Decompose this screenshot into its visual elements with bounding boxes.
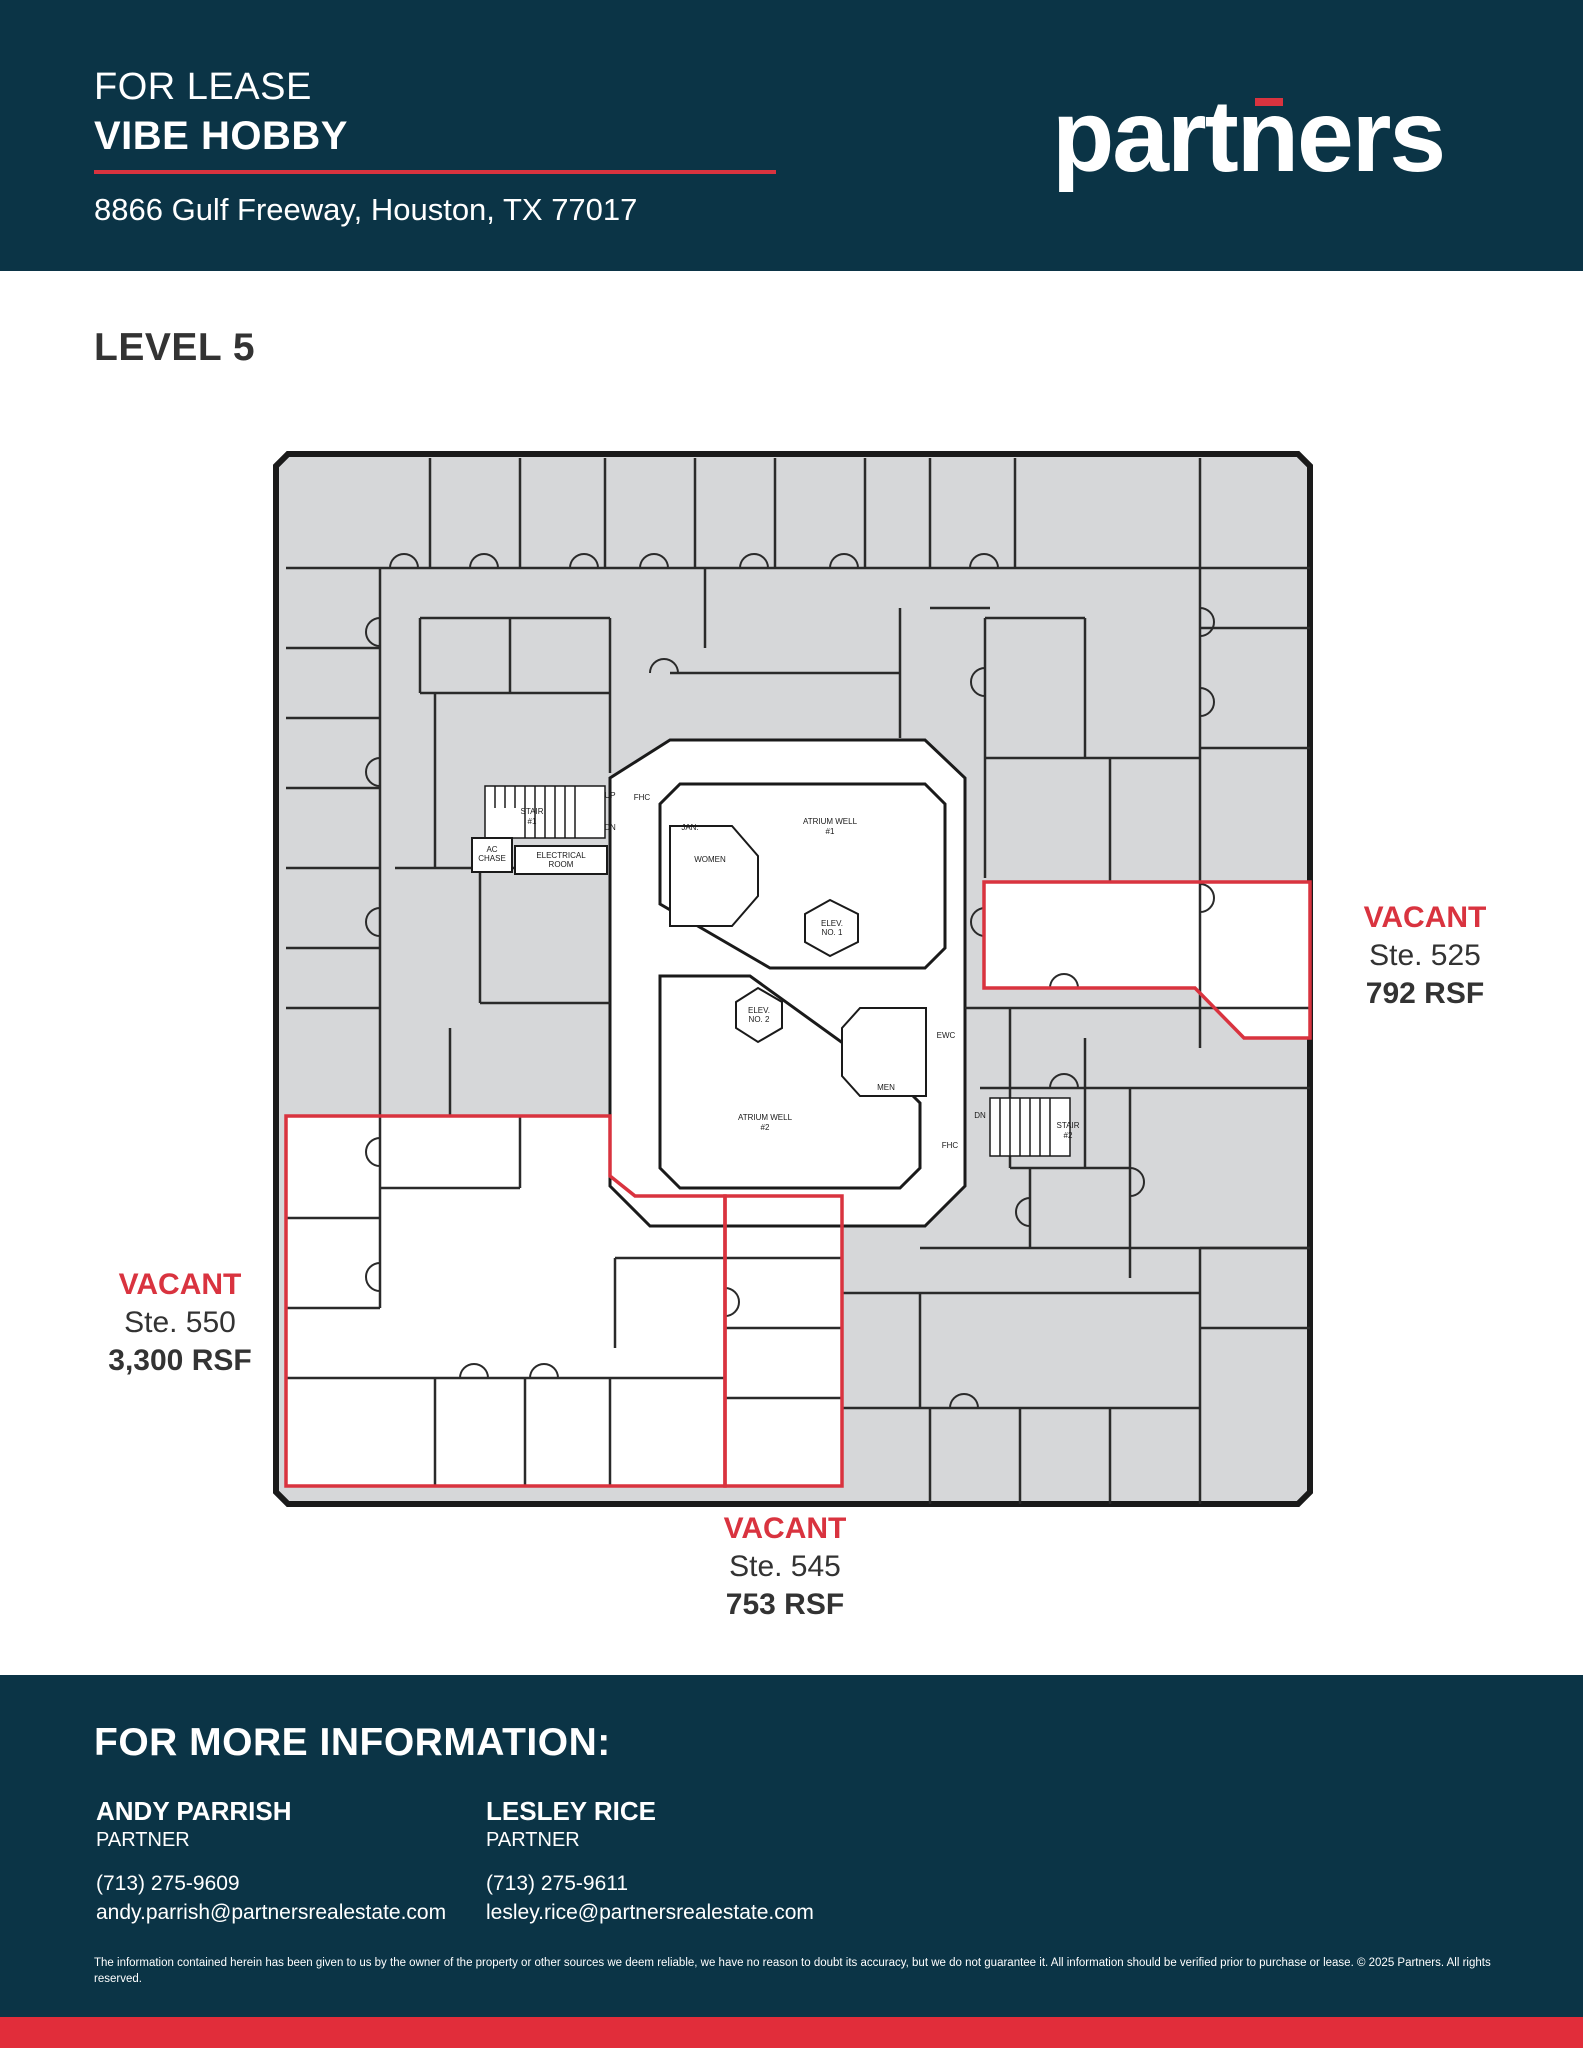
logo-text: partners — [1052, 79, 1446, 193]
contact-name: LESLEY RICE — [486, 1796, 657, 1826]
contact-card-andy: ANDY PARRISH PARTNER (713) 275-9609 andy… — [96, 1795, 446, 1927]
suite-545-status: VACANT — [723, 1512, 847, 1545]
suite-550-callout: VACANT Ste. 550 3,300 RSF — [55, 1266, 305, 1380]
stair-2-number: #2 — [1064, 1131, 1073, 1140]
contact-phone[interactable]: (713) 275-9609 — [96, 1872, 240, 1895]
mens-restroom — [841, 1007, 927, 1097]
suite-550-number: Ste. 550 — [124, 1306, 236, 1339]
level-title: LEVEL 5 — [94, 326, 256, 369]
fhc-label-2: FHC — [942, 1141, 959, 1150]
atrium-1-number: #1 — [826, 827, 835, 836]
stair-2 — [989, 1097, 1071, 1157]
stair-2-label: STAIR — [1057, 1121, 1080, 1130]
elevator-2 — [735, 986, 783, 1044]
electrical-label-2: ROOM — [549, 860, 574, 869]
contact-heading: FOR MORE INFORMATION: — [94, 1721, 611, 1764]
men-label: MEN — [877, 1083, 895, 1092]
contact-email[interactable]: lesley.rice@partnersrealestate.com — [486, 1901, 814, 1924]
listing-type: FOR LEASE — [94, 66, 312, 108]
suite-550-area — [286, 1116, 725, 1486]
ewc-label: EWC — [937, 1031, 956, 1040]
elevator-2-label: ELEV. — [748, 1006, 770, 1015]
elevator-2-number: NO. 2 — [749, 1015, 770, 1024]
elevator-1-number: NO. 1 — [822, 928, 843, 937]
ac-chase-label: AC — [486, 845, 497, 854]
suite-545-area — [725, 1196, 842, 1486]
electrical-room — [514, 845, 608, 875]
interior-walls — [286, 458, 1310, 1504]
suite-545-number: Ste. 545 — [729, 1550, 841, 1583]
logo-accent — [1255, 98, 1283, 106]
legal-disclaimer: The information contained herein has bee… — [94, 1957, 1491, 1985]
women-label: WOMEN — [694, 855, 726, 864]
janitor-label: JAN. — [681, 823, 698, 832]
suite-525-callout: VACANT Ste. 525 792 RSF — [1300, 899, 1550, 1013]
contact-role: PARTNER — [486, 1829, 580, 1851]
ac-chase — [471, 837, 513, 873]
suite-525-number: Ste. 525 — [1369, 939, 1481, 972]
atrium-2-number: #2 — [761, 1123, 770, 1132]
floor-plan: ATRIUM WELL #1 ATRIUM WELL #2 ELEV. NO. … — [273, 451, 1313, 1507]
stair-1 — [484, 785, 606, 839]
atrium-1-label: ATRIUM WELL — [803, 817, 858, 826]
partners-logo: partners — [1052, 78, 1446, 195]
up-label: UP — [604, 791, 615, 800]
stair-1-label: STAIR — [521, 807, 544, 816]
contact-phone[interactable]: (713) 275-9611 — [486, 1872, 629, 1895]
header-banner: FOR LEASE VIBE HOBBY 8866 Gulf Freeway, … — [0, 0, 1583, 271]
door-swings — [365, 553, 1215, 1409]
title-divider — [94, 170, 776, 174]
stair-1-number: #1 — [528, 817, 537, 826]
contact-email[interactable]: andy.parrish@partnersrealestate.com — [96, 1901, 447, 1924]
ac-chase-label-2: CHASE — [478, 854, 506, 863]
suite-525-area — [984, 882, 1310, 1038]
property-address: 8866 Gulf Freeway, Houston, TX 77017 — [94, 192, 638, 227]
footer-contact-panel: FOR MORE INFORMATION: ANDY PARRISH PARTN… — [0, 1675, 1583, 2027]
suite-550-rsf: 3,300 RSF — [108, 1344, 252, 1377]
contact-role: PARTNER — [96, 1829, 190, 1851]
elevator-1-label: ELEV. — [821, 919, 843, 928]
fhc-label-1: FHC — [634, 793, 651, 802]
womens-restroom — [669, 825, 759, 927]
electrical-label: ELECTRICAL — [536, 851, 586, 860]
suite-525-status: VACANT — [1363, 901, 1487, 934]
suite-550-status: VACANT — [118, 1268, 242, 1301]
atrium-2-label: ATRIUM WELL — [738, 1113, 793, 1122]
contact-card-lesley: LESLEY RICE PARTNER (713) 275-9611 lesle… — [486, 1795, 814, 1927]
elevator-1 — [804, 898, 859, 958]
contact-name: ANDY PARRISH — [96, 1796, 292, 1826]
atrium-well-2 — [658, 974, 922, 1190]
vacant-outlines — [284, 880, 1312, 1488]
property-name: VIBE HOBBY — [94, 114, 348, 158]
bottom-accent-bar — [0, 2017, 1583, 2048]
suite-545-callout: VACANT Ste. 545 753 RSF — [660, 1510, 910, 1624]
suite-525-rsf: 792 RSF — [1365, 977, 1485, 1010]
dn-label-1: DN — [604, 823, 616, 832]
suite-545-rsf: 753 RSF — [725, 1588, 845, 1621]
dn-label-2: DN — [974, 1111, 986, 1120]
